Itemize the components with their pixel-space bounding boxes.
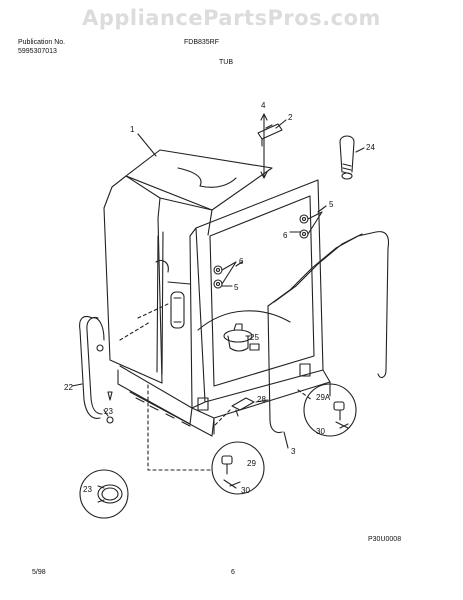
callout-30-lower: 30 bbox=[241, 486, 250, 495]
hose-clip bbox=[339, 135, 355, 180]
callout-5-upper: 5 bbox=[329, 200, 334, 209]
watermark-text: AppliancePartsPros.com bbox=[82, 6, 381, 30]
leg-bracket bbox=[231, 397, 255, 417]
side-hose bbox=[79, 315, 105, 419]
dashed-leaders bbox=[147, 384, 313, 471]
model-number: FDB835RF bbox=[184, 39, 220, 46]
callout-30-right: 30 bbox=[316, 427, 325, 436]
publication-label: Publication No. bbox=[18, 39, 66, 46]
fastener-screws bbox=[260, 113, 268, 179]
hose-clamp-side bbox=[106, 391, 114, 424]
tub-body bbox=[103, 149, 291, 384]
callout-1: 1 bbox=[130, 125, 135, 134]
callout-numbers: 1 2 3 4 5 6 6 5 24 25 28 29A 30 29 30 22… bbox=[64, 101, 375, 495]
callout-28: 28 bbox=[257, 395, 266, 404]
callout-23-side: 23 bbox=[104, 407, 113, 416]
section-title: TUB bbox=[219, 59, 233, 66]
callout-23-detail: 23 bbox=[83, 485, 92, 494]
callout-29: 29 bbox=[247, 459, 256, 468]
callout-22: 22 bbox=[64, 383, 73, 392]
tub-front-frame bbox=[117, 179, 331, 437]
callout-25: 25 bbox=[250, 333, 259, 342]
nut-washer-upper bbox=[299, 211, 323, 239]
top-bracket bbox=[257, 123, 283, 147]
leader-lines bbox=[71, 119, 365, 449]
nut-washer-middle bbox=[213, 261, 237, 289]
callout-29a: 29A bbox=[316, 393, 331, 402]
callout-5-middle: 5 bbox=[234, 283, 239, 292]
footer-page: 6 bbox=[231, 569, 235, 576]
diagram-code: P30U0008 bbox=[368, 536, 402, 543]
footer-date: 5/98 bbox=[32, 569, 46, 576]
detail-leveling-leg-b bbox=[211, 441, 265, 495]
callout-24: 24 bbox=[366, 143, 375, 152]
callout-3: 3 bbox=[291, 447, 296, 456]
callout-4: 4 bbox=[261, 101, 266, 110]
callout-2: 2 bbox=[288, 113, 293, 122]
door-gasket bbox=[267, 231, 390, 434]
callout-6-upper: 6 bbox=[283, 231, 288, 240]
detail-leveling-leg-a bbox=[303, 383, 357, 437]
tub-sump bbox=[223, 323, 260, 352]
detail-hose-clamp bbox=[79, 469, 129, 519]
callout-6-middle: 6 bbox=[239, 257, 244, 266]
publication-number: 5995307013 bbox=[18, 48, 57, 55]
